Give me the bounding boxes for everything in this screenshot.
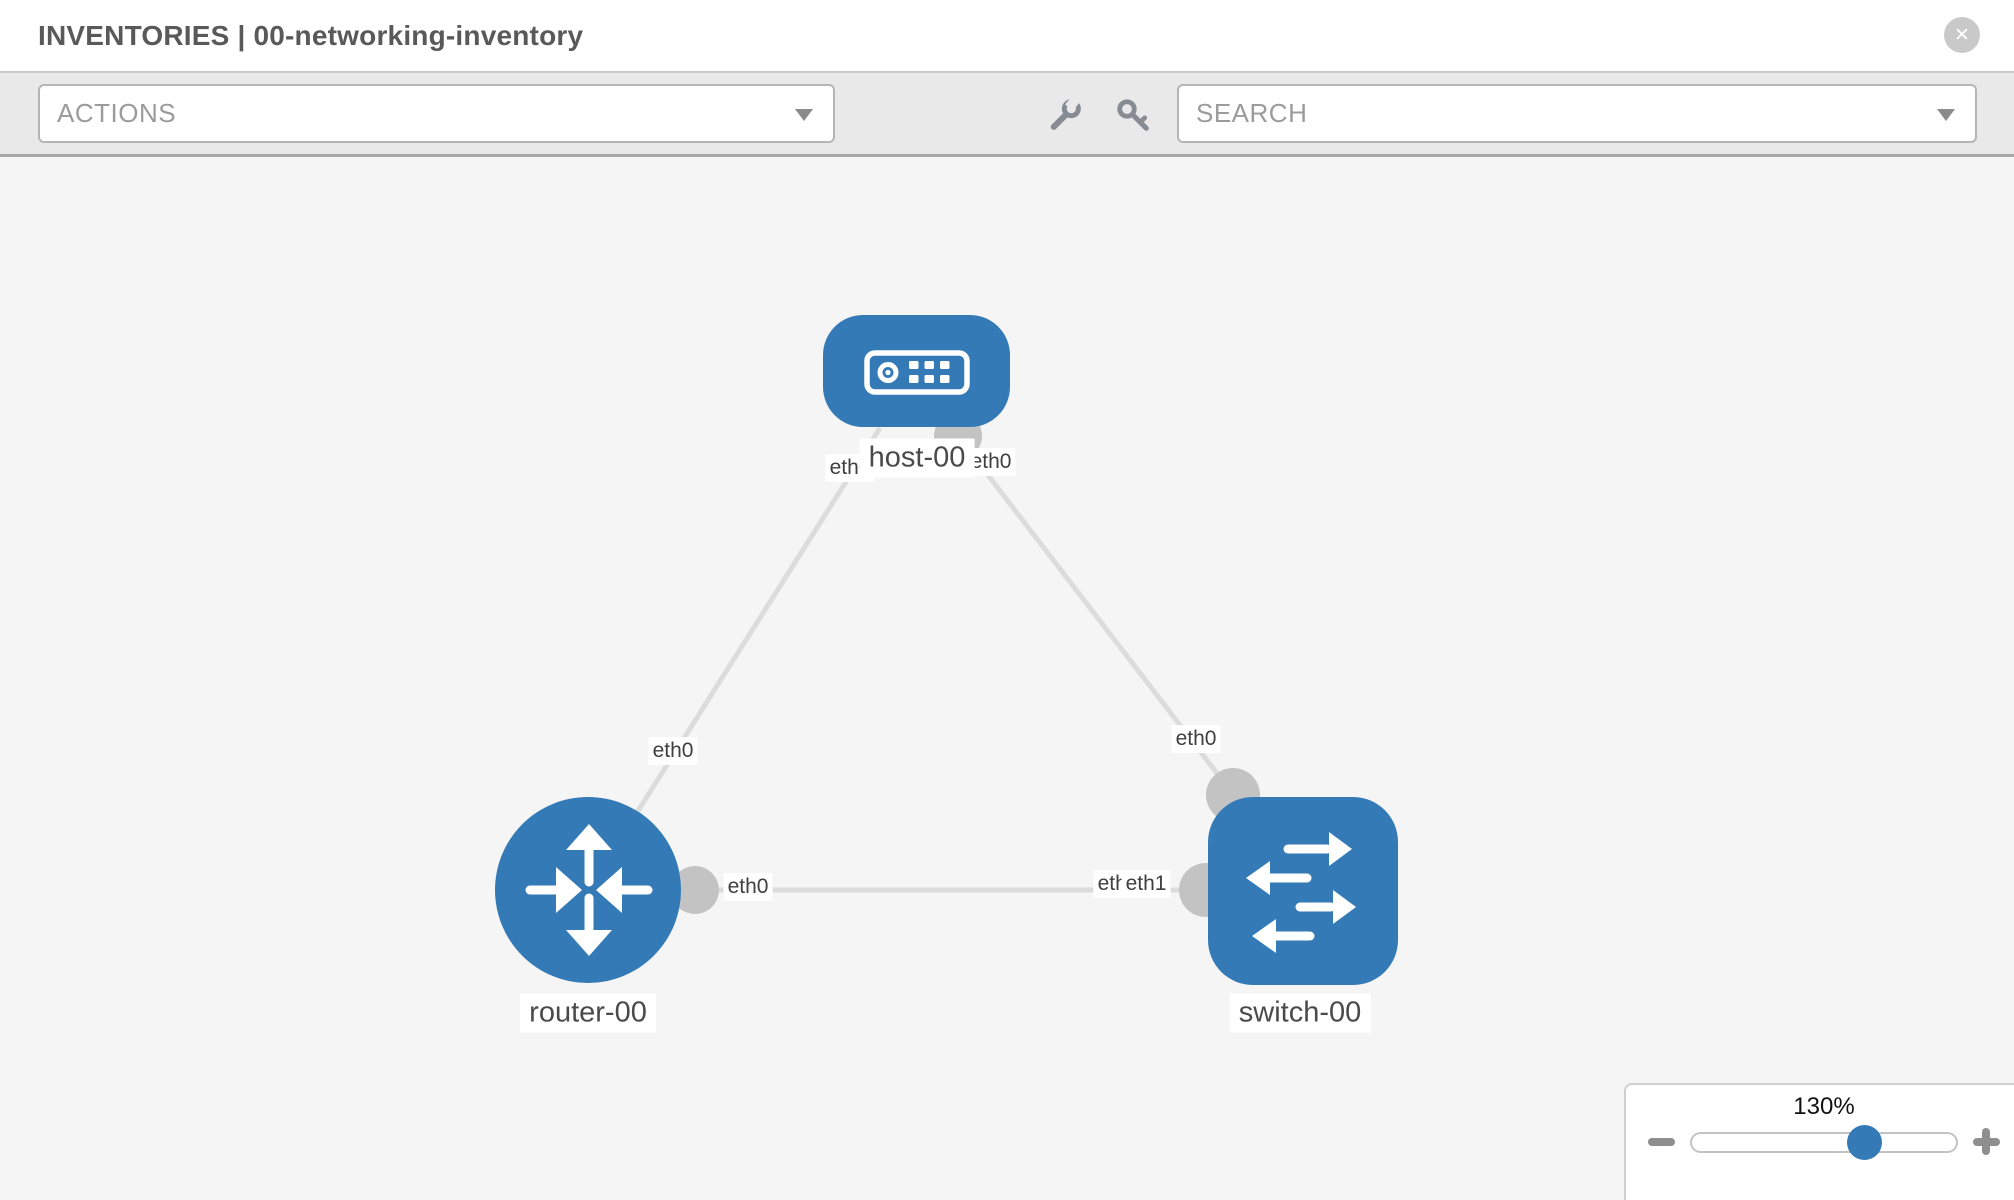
if-label-router-eth0-right: eth0 [723, 873, 773, 901]
wrench-icon[interactable] [1046, 96, 1084, 134]
titlebar: INVENTORIES | 00-networking-inventory ✕ [0, 0, 2014, 71]
link-host-switch[interactable] [956, 434, 1264, 834]
if-label-host-eth0-right: eth0 [966, 448, 1016, 476]
if-label-switch-eth0-top: eth0 [1171, 725, 1221, 753]
node-router-00[interactable] [495, 797, 681, 983]
link-host-router[interactable] [609, 426, 883, 854]
close-icon: ✕ [1954, 24, 1970, 46]
page-title: INVENTORIES | 00-networking-inventory [38, 20, 584, 51]
zoom-slider-track[interactable] [1690, 1132, 1958, 1153]
node-switch-00[interactable] [1208, 797, 1398, 985]
search-dropdown-label: SEARCH [1196, 98, 1308, 128]
topology-canvas[interactable]: eth0 eth0 eth0 eth0 eth0 eth0 eth1 host-… [0, 157, 2014, 1200]
chevron-down-icon [1937, 108, 1955, 121]
if-label-router-eth0-top: eth0 [648, 737, 698, 765]
host-icon [864, 350, 970, 395]
chevron-down-icon [795, 108, 813, 121]
node-label-host-00[interactable]: host-00 [859, 438, 975, 478]
zoom-slider-handle[interactable] [1847, 1125, 1882, 1160]
connector-router-eth0 [671, 866, 719, 914]
search-dropdown[interactable]: SEARCH [1177, 84, 1977, 143]
actions-dropdown-label: ACTIONS [57, 98, 177, 128]
node-host-00[interactable] [823, 315, 1010, 427]
zoom-level-value: 130% [1793, 1093, 1855, 1120]
zoom-out-button[interactable] [1648, 1138, 1675, 1146]
node-label-router-00[interactable]: router-00 [520, 993, 656, 1033]
router-icon [525, 824, 653, 956]
close-button[interactable]: ✕ [1944, 17, 1980, 53]
key-icon[interactable] [1114, 96, 1152, 134]
actions-dropdown[interactable]: ACTIONS [38, 84, 835, 143]
toolbar: ACTIONS SEARCH [0, 71, 2014, 157]
switch-icon [1246, 832, 1356, 953]
if-label-switch-eth1-left: eth1 [1121, 870, 1171, 898]
zoom-in-button-bar[interactable] [1982, 1128, 1990, 1155]
zoom-panel: 130% [1624, 1083, 2014, 1200]
node-label-switch-00[interactable]: switch-00 [1229, 993, 1371, 1033]
